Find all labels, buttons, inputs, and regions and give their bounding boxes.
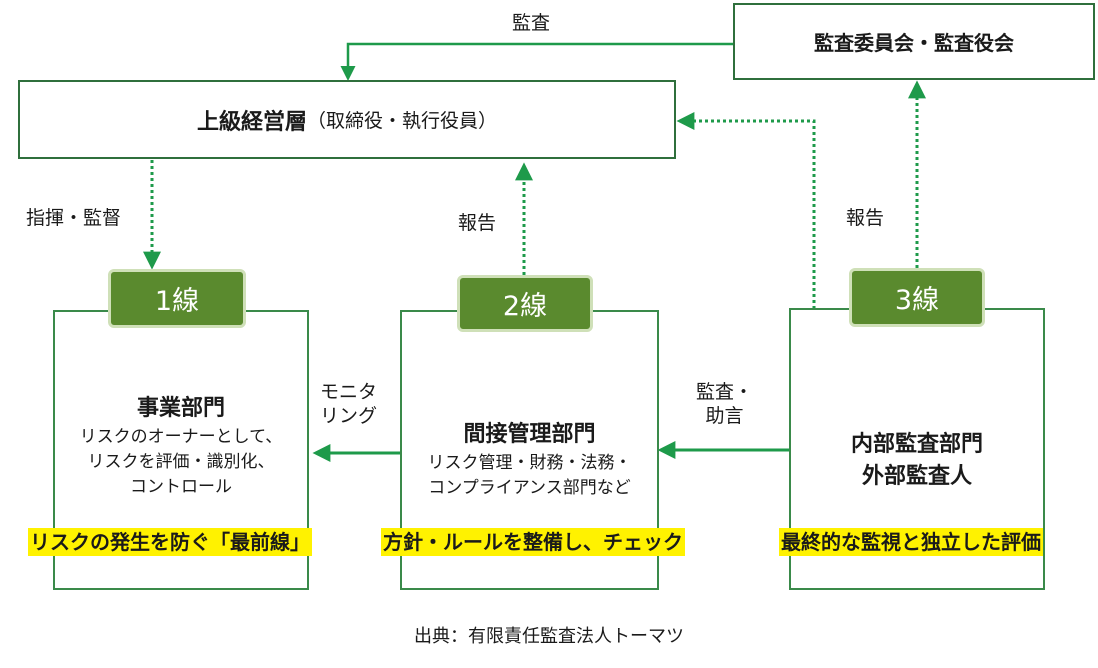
monitoring-label-line2: リング bbox=[320, 404, 378, 427]
first-line-tab: 1線 bbox=[108, 269, 246, 328]
audit-arrow bbox=[340, 42, 733, 81]
audit-advice-label-line2: 助言 bbox=[705, 404, 744, 427]
second-line-highlight: 方針・ルールを整備し、チェック bbox=[381, 528, 685, 556]
monitoring-label-line1: モニタ bbox=[320, 381, 378, 403]
third-line-tab: 3線 bbox=[849, 268, 985, 327]
direct-supervise-label: 指揮・監督 bbox=[26, 207, 122, 229]
first-line-title: 事業部門 bbox=[136, 396, 225, 421]
first-line-desc-3: コントロール bbox=[130, 477, 232, 497]
audit-committee-label: 監査委員会・監査役会 bbox=[814, 31, 1014, 55]
second-line-tab: 2線 bbox=[457, 275, 593, 332]
first-line-desc-2: リスクを評価・識別化、 bbox=[87, 452, 275, 472]
report-label-left: 報告 bbox=[458, 212, 497, 234]
audit-label: 監査 bbox=[512, 12, 551, 34]
first-line-desc-1: リスクのオーナーとして、 bbox=[79, 427, 283, 447]
report-label-right: 報告 bbox=[846, 207, 885, 229]
second-line-desc-1: リスク管理・財務・法務・ bbox=[427, 453, 632, 473]
second-line-desc-2: コンプライアンス部門など bbox=[428, 478, 631, 498]
report-arrow-line3-top bbox=[676, 112, 816, 309]
source-credit: 出典：有限責任監査法人トーマツ bbox=[414, 626, 684, 647]
senior-management-box: 上級経営層 （取締役・執行役員） bbox=[18, 80, 676, 159]
audit-advice-label-line1: 監査・ bbox=[696, 381, 754, 403]
first-line-highlight: リスクの発生を防ぐ「最前線」 bbox=[28, 528, 312, 556]
second-line-title: 間接管理部門 bbox=[463, 422, 596, 447]
monitoring-label: モニタ リング bbox=[320, 381, 377, 429]
audit-committee-box: 監査委員会・監査役会 bbox=[733, 3, 1095, 80]
third-line-highlight: 最終的な監視と独立した評価 bbox=[779, 528, 1043, 556]
third-line-title-2: 外部監査人 bbox=[861, 464, 972, 489]
senior-management-subtitle: （取締役・執行役員） bbox=[307, 110, 498, 132]
audit-advice-label: 監査・ 助言 bbox=[696, 381, 753, 429]
third-line-title-1: 内部監査部門 bbox=[850, 432, 983, 457]
senior-management-title: 上級経営層 bbox=[196, 109, 307, 135]
